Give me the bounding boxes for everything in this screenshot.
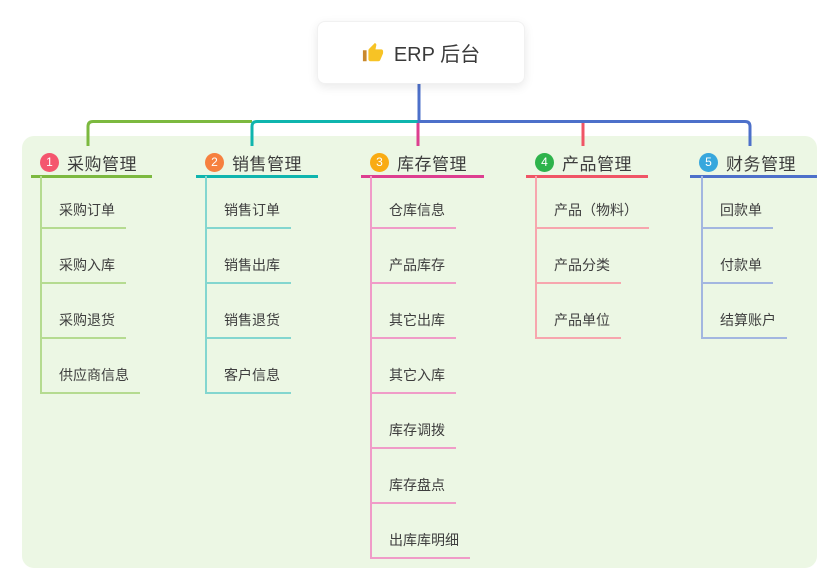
child-node-label: 采购订单 [59,202,115,218]
branch-children: 采购订单采购入库采购退货供应商信息 [40,176,140,394]
child-node-label: 客户信息 [224,367,280,383]
child-node[interactable]: 销售退货 [207,284,291,339]
child-node[interactable]: 其它出库 [372,284,456,339]
child-node-label: 出库库明细 [389,532,459,548]
child-node-label: 销售退货 [224,312,280,328]
child-node[interactable]: 仓库信息 [372,176,456,229]
child-node-label: 采购入库 [59,257,115,273]
child-node[interactable]: 付款单 [703,229,773,284]
child-node-label: 库存盘点 [389,477,445,493]
branch-number-badge: 1 [40,152,59,172]
root-node-label: ERP 后台 [393,44,481,66]
branch-node-label: 产品管理 [562,154,632,174]
child-node[interactable]: 出库库明细 [372,504,470,559]
branch-node-1[interactable]: 1 采购管理 [31,149,152,178]
root-node[interactable]: ERP 后台 [317,21,525,84]
branch-number-badge: 4 [535,152,554,172]
branch-node-2[interactable]: 2 销售管理 [196,149,318,178]
child-node[interactable]: 销售订单 [207,176,291,229]
child-node-label: 回款单 [720,202,762,218]
child-node-label: 付款单 [720,257,762,273]
child-node[interactable]: 结算账户 [703,284,787,339]
branches-panel [22,136,817,568]
child-node[interactable]: 供应商信息 [42,339,140,394]
child-node[interactable]: 产品分类 [537,229,621,284]
branch-number-badge: 5 [699,152,718,172]
child-node-label: 仓库信息 [389,202,445,218]
child-node-label: 销售出库 [224,257,280,273]
child-node-label: 库存调拨 [389,422,445,438]
child-node-label: 供应商信息 [59,367,129,383]
child-node[interactable]: 客户信息 [207,339,291,394]
child-node-label: 其它出库 [389,312,445,328]
child-node-label: 采购退货 [59,312,115,328]
child-node-label: 产品分类 [554,257,610,273]
branch-node-3[interactable]: 3 库存管理 [361,149,484,178]
child-node-label: 结算账户 [720,312,776,328]
child-node-label: 产品（物料） [554,202,638,218]
child-node[interactable]: 销售出库 [207,229,291,284]
child-node-label: 产品单位 [554,312,610,328]
child-node[interactable]: 库存调拨 [372,394,456,449]
child-node[interactable]: 产品（物料） [537,176,649,229]
child-node[interactable]: 库存盘点 [372,449,456,504]
child-node-label: 其它入库 [389,367,445,383]
child-node[interactable]: 其它入库 [372,339,456,394]
child-node-label: 销售订单 [224,202,280,218]
child-node[interactable]: 产品单位 [537,284,621,339]
branch-node-label: 采购管理 [67,154,137,174]
thumbs-up-icon [362,42,383,61]
branch-children: 仓库信息产品库存其它出库其它入库库存调拨库存盘点出库库明细 [370,176,470,559]
branch-children: 销售订单销售出库销售退货客户信息 [205,176,291,394]
child-node-label: 产品库存 [389,257,445,273]
branch-node-4[interactable]: 4 产品管理 [526,149,648,178]
branch-node-5[interactable]: 5 财务管理 [690,149,817,178]
branch-node-label: 库存管理 [397,154,467,174]
branch-children: 回款单付款单结算账户 [701,176,787,339]
branch-node-label: 财务管理 [726,154,796,174]
branch-node-label: 销售管理 [232,154,302,174]
child-node[interactable]: 回款单 [703,176,773,229]
branch-number-badge: 3 [370,152,389,172]
child-node[interactable]: 产品库存 [372,229,456,284]
branch-children: 产品（物料） 产品分类产品单位 [535,176,649,339]
child-node[interactable]: 采购退货 [42,284,126,339]
branch-number-badge: 2 [205,152,224,172]
child-node[interactable]: 采购订单 [42,176,126,229]
child-node[interactable]: 采购入库 [42,229,126,284]
